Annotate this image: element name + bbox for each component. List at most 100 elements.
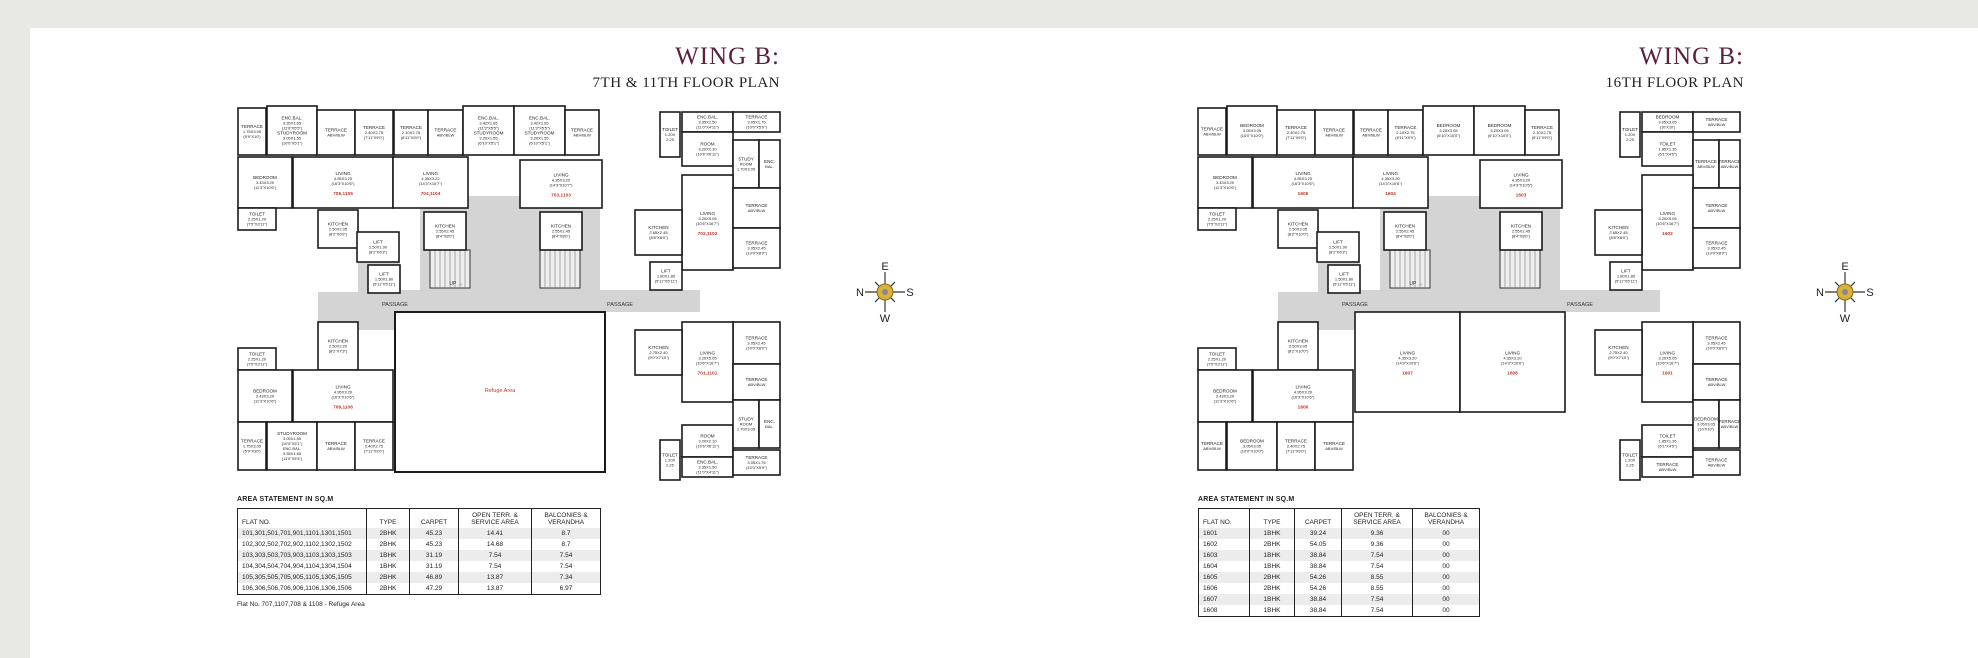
room-wall (237, 421, 267, 471)
room-label: 2.50X2.20 (329, 344, 348, 349)
flat-number: 705,1105 (333, 191, 353, 197)
room-label: TERRACE (241, 439, 263, 444)
table-cell: 105,305,505,705,905,1105,1305,1505 (237, 572, 367, 583)
room-label: 3.43X3.20 (1216, 394, 1235, 399)
room-wall (1197, 107, 1227, 156)
room-label: TERRACE (1285, 125, 1307, 130)
room-label: STUDYROOM (277, 431, 307, 436)
table-cell: 00 (1412, 594, 1480, 605)
room-label: (10'0"X8'0") (1706, 251, 1727, 256)
room-wall (1619, 439, 1641, 481)
room-wall (237, 107, 267, 156)
room-label: 2.25 (666, 463, 675, 468)
room-label: TOILET (1660, 142, 1676, 147)
room-label: TERRACE (1706, 203, 1728, 208)
room-label: (7'5"X3'11") (1207, 362, 1228, 367)
room-wall (266, 105, 318, 156)
room-label: TERRACE (1201, 441, 1223, 446)
room-label: TERRACE (1719, 419, 1741, 424)
room: ENC.BAL.3.35X1.50(11'0"X4'11") (681, 456, 734, 478)
room-wall (1316, 231, 1360, 263)
flat-number: 701,1101 (698, 371, 718, 377)
column-header: BALCONIES & VERANDHA (531, 508, 601, 528)
room-label: 2.55X2.45 (436, 229, 455, 234)
room-label: TERRACE (1706, 458, 1728, 463)
table-cell: 00 (1412, 539, 1480, 550)
room-label: 2.50X3.05 (1289, 344, 1308, 349)
room-label: TERRACE (1719, 159, 1741, 164)
room-label: ENC. (764, 419, 775, 424)
compass-e-label: E (1841, 261, 1848, 273)
room-label: TERRACE (1695, 159, 1717, 164)
room-wall (423, 211, 467, 251)
room-label: BEDROOM (1437, 123, 1461, 128)
room-label: 3.05X1.55 (283, 436, 302, 441)
room-label: KITCHEN (648, 225, 668, 230)
room-label: TERRACE (400, 125, 422, 130)
room-label: 2.75X2.40 (1609, 350, 1628, 355)
table-cell: 45.23 (409, 539, 459, 550)
room-label: TERRACE (325, 441, 347, 446)
room-label: 2.25X1.20 (248, 217, 267, 222)
room-label: (8'4"X8'0") (436, 234, 455, 239)
room-label: (5'9"X10') (243, 449, 261, 454)
room-label: (8'2"X10'0") (1288, 349, 1309, 354)
room-label: 2.25X1.20 (1208, 357, 1227, 362)
room-label: (5'11"X5'11") (1615, 279, 1638, 284)
room-label: BEDROOM (1213, 389, 1237, 394)
room-label: (11'3"X10'6") (1214, 185, 1237, 190)
room-label: (7'11"X9'0") (364, 449, 385, 454)
room-label: (6'11"X9'0") (1532, 135, 1553, 140)
table-cell: 39.24 (1294, 528, 1342, 539)
table-cell: 38.84 (1294, 594, 1342, 605)
floor-subtitle: 7TH & 11TH FLOOR PLAN (592, 75, 780, 91)
refuge-label: Refuge Area (485, 388, 517, 394)
room-label: (10'0"X5'9") (746, 125, 767, 130)
room-label: STUDYROOM (525, 131, 555, 136)
room-wall (1226, 105, 1278, 156)
room-label: (7'11"X9'0") (364, 135, 385, 140)
room-label: (8'4"X8'0") (1512, 234, 1531, 239)
table-cell: 8.55 (1341, 583, 1413, 594)
room-label: (10'6"X16'7") (696, 221, 720, 226)
area-statement-caption: AREA STATEMENT IN SQ.M (1198, 496, 1295, 503)
floor-subtitle: 16TH FLOOR PLAN (1605, 75, 1744, 91)
table-cell: 7.34 (531, 572, 601, 583)
column-header: TYPE (1249, 508, 1295, 528)
table-cell: 54.26 (1294, 583, 1342, 594)
room-label: (8'4"X8'0") (1396, 234, 1415, 239)
table-cell: 1BHK (1249, 605, 1295, 617)
room-label: ROOM (740, 422, 752, 427)
room-label: 1.20X (665, 132, 676, 137)
flat-number: 1607 (1402, 371, 1413, 377)
room-label: (10'0"X5'1") (282, 141, 303, 146)
room-wall (354, 109, 394, 156)
room-label: TOILET (662, 453, 678, 458)
room-label: 2.40X2.75 (365, 444, 384, 449)
room-label: 4.35X3.20 (1503, 356, 1522, 361)
room-label: ABV/BLW (1721, 424, 1739, 429)
